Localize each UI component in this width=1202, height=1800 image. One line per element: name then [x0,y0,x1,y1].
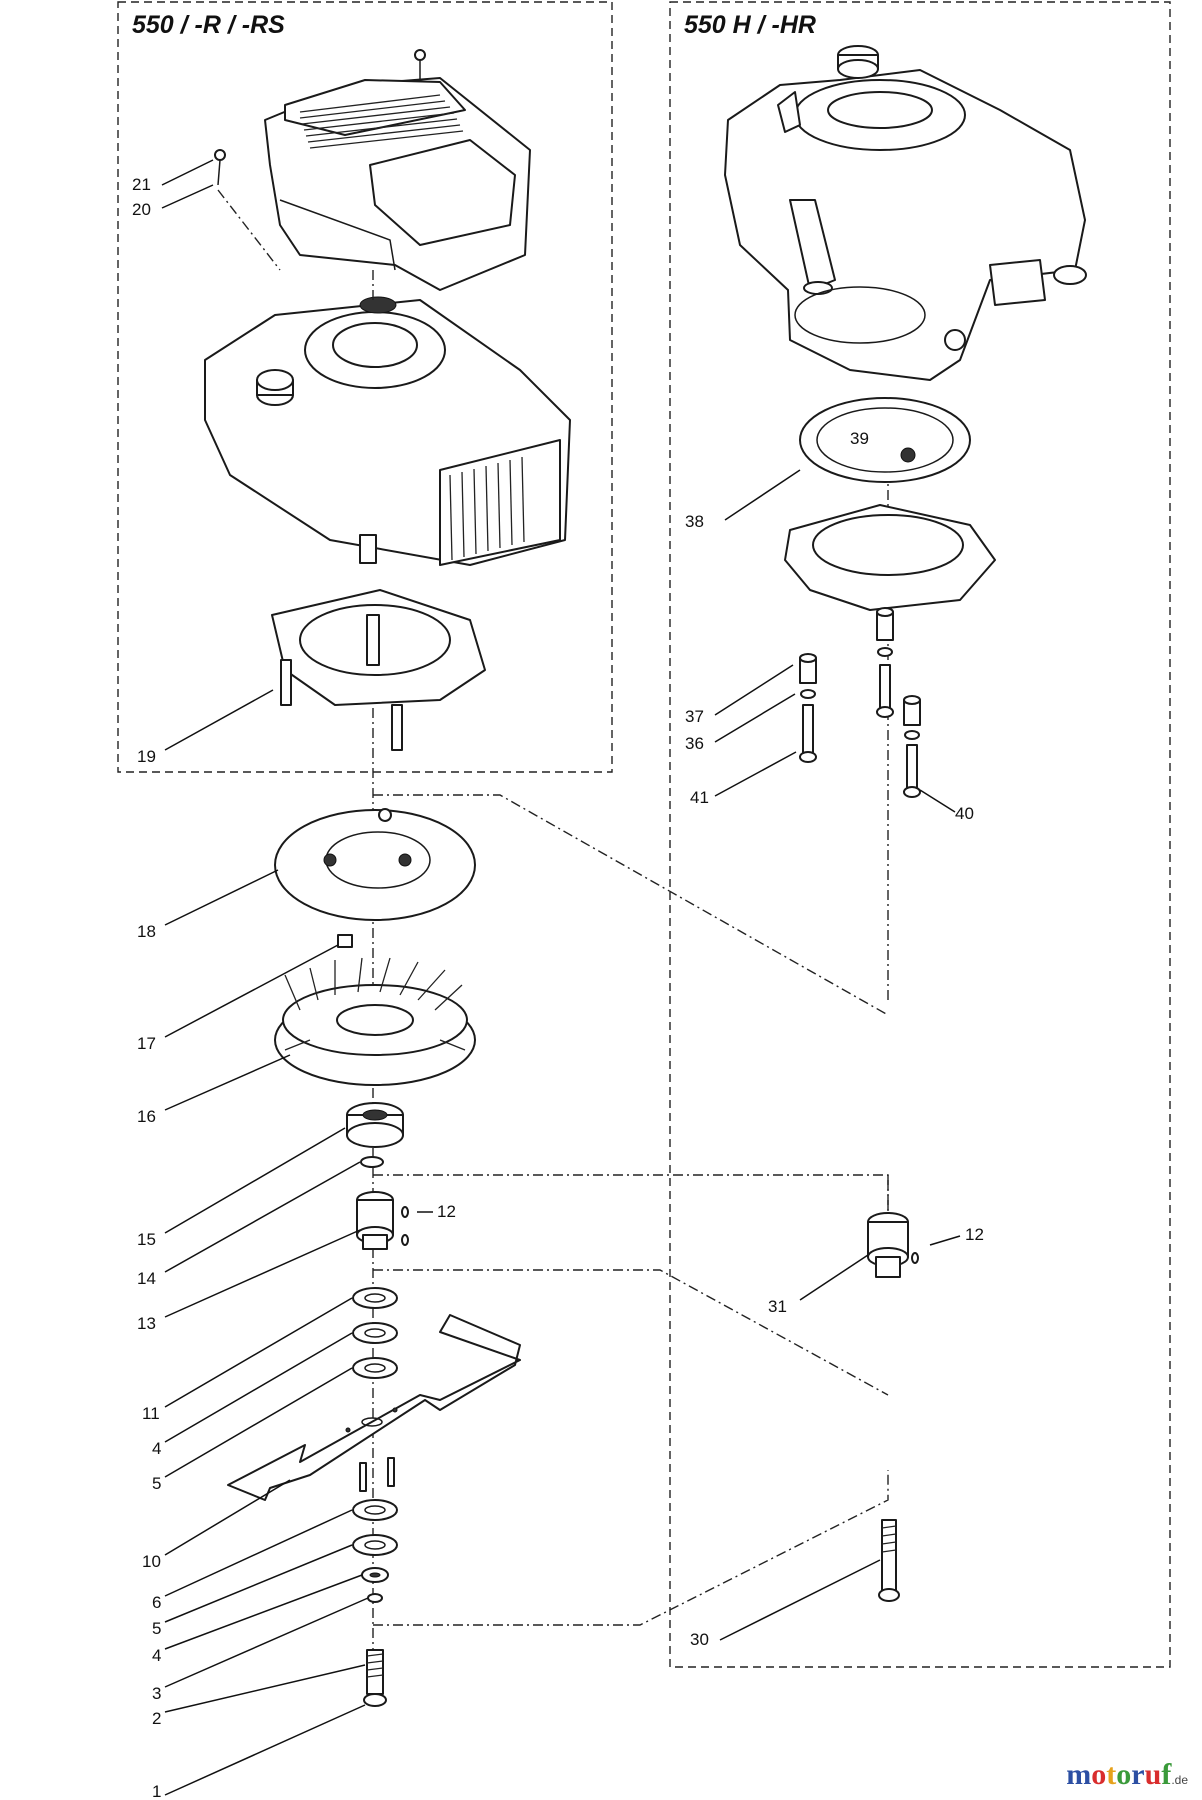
watermark-tld: .de [1171,1773,1188,1787]
callout-5-lower: 5 [152,1619,161,1638]
washers-upper [352,1287,398,1379]
section-box-550-r-rs [117,1,613,773]
spacers-bolts-h [799,607,921,798]
callout-30: 30 [690,1630,709,1649]
adapter-31 [867,1212,919,1278]
engine-cover-top [264,77,531,291]
section-title-550-h-hr: 550 H / -HR [684,11,816,39]
bolt-30 [878,1519,900,1602]
washers-lower [352,1499,398,1603]
bolts-blade [359,1457,395,1492]
callout-15: 15 [137,1230,156,1249]
screw-20-21 [214,49,426,271]
leader-lines [161,159,956,1796]
callout-39: 39 [850,429,869,448]
gasket-38 [799,397,971,483]
callout-14: 14 [137,1269,156,1288]
leader-12-right [929,1235,961,1246]
watermark-brand: motoruf [1066,1758,1172,1791]
callout-20: 20 [132,200,151,219]
callout-12-left: 12 [437,1202,456,1221]
callout-12-right: 12 [965,1225,984,1244]
engine-block-h [724,45,1087,381]
callout-19: 19 [137,747,156,766]
callout-40: 40 [955,804,974,823]
pulley-15 [346,1102,404,1148]
callout-2: 2 [152,1709,161,1728]
engine-block-r [204,270,571,566]
callout-21: 21 [132,175,151,194]
callout-18: 18 [137,922,156,941]
watermark-logo: motoruf.de [1066,1758,1188,1792]
plate-18 [274,808,476,921]
callout-17: 17 [137,1034,156,1053]
callout-36: 36 [685,734,704,753]
callout-1: 1 [152,1782,161,1800]
callout-41: 41 [690,788,709,807]
callout-31: 31 [768,1297,787,1316]
callout-6: 6 [152,1593,161,1612]
callout-37: 37 [685,707,704,726]
callout-13: 13 [137,1314,156,1333]
bolt-1 [363,1649,387,1707]
section-box-550-h-hr [669,1,1171,1668]
callout-16: 16 [137,1107,156,1126]
adapter-flange-h [784,504,996,611]
callout-4-upper: 4 [152,1439,161,1458]
fan-16 [274,957,476,1086]
ring-14 [360,1156,384,1168]
callout-11: 11 [142,1404,160,1423]
nut-17 [337,934,353,948]
adapter-13 [356,1191,409,1250]
callout-10: 10 [142,1552,161,1571]
callout-3: 3 [152,1684,161,1703]
callout-labels: 21 20 19 18 17 16 15 14 13 12 11 4 5 10 … [132,175,984,1800]
callout-38: 38 [685,512,704,531]
callout-5-upper: 5 [152,1474,161,1493]
blade-10 [227,1314,521,1501]
adapter-flange-r [271,589,486,751]
callout-4-lower: 4 [152,1646,161,1665]
section-title-550-r-rs: 550 / -R / -RS [132,11,285,39]
